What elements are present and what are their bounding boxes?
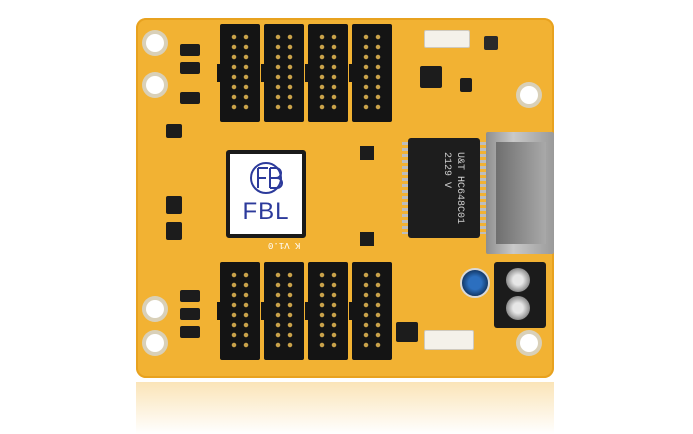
hub-connector-top-3 — [305, 24, 348, 122]
board-reflection — [136, 382, 554, 434]
hub-connector-top-4 — [349, 24, 392, 122]
driver-ic — [180, 308, 200, 320]
mounting-hole — [520, 334, 538, 352]
board-silkscreen-text: K V1.0 — [268, 240, 301, 250]
power-terminal-block — [494, 262, 546, 328]
driver-ic — [180, 92, 200, 104]
mounting-hole — [146, 34, 164, 52]
driver-ic — [166, 124, 182, 138]
small-ic — [360, 146, 374, 160]
small-ic — [460, 78, 472, 92]
driver-ic — [166, 196, 182, 214]
hub-connector-top-2 — [261, 24, 304, 122]
logo-text: FBL — [242, 198, 290, 225]
screw-icon — [506, 296, 530, 320]
small-ic — [360, 232, 374, 246]
driver-ic — [180, 290, 200, 302]
driver-ic — [180, 62, 200, 74]
hub-connector-bottom-2 — [261, 262, 304, 360]
mounting-hole — [146, 334, 164, 352]
transformer-marking: U&T HC648C01 2129 V — [441, 152, 465, 225]
small-ic — [396, 322, 418, 342]
hub-connector-bottom-1 — [217, 262, 260, 360]
ethernet-port — [486, 132, 554, 254]
hub-connector-top-1 — [217, 24, 260, 122]
network-transformer: U&T HC648C01 2129 V — [402, 138, 486, 238]
small-ic — [420, 66, 442, 88]
reset-button — [484, 36, 498, 50]
driver-ic — [166, 222, 182, 240]
hub-connector-bottom-3 — [305, 262, 348, 360]
driver-ic — [180, 44, 200, 56]
fpga-chip-with-logo: FBL — [226, 150, 306, 238]
white-connector-top — [424, 30, 470, 48]
mounting-hole — [146, 300, 164, 318]
mounting-hole — [146, 76, 164, 94]
fbl-logo-mark — [250, 162, 283, 194]
screw-icon — [506, 268, 530, 292]
capacitor — [460, 268, 490, 298]
mounting-hole — [520, 86, 538, 104]
white-connector-bottom — [424, 330, 474, 350]
hub-connector-bottom-4 — [349, 262, 392, 360]
driver-ic — [180, 326, 200, 338]
